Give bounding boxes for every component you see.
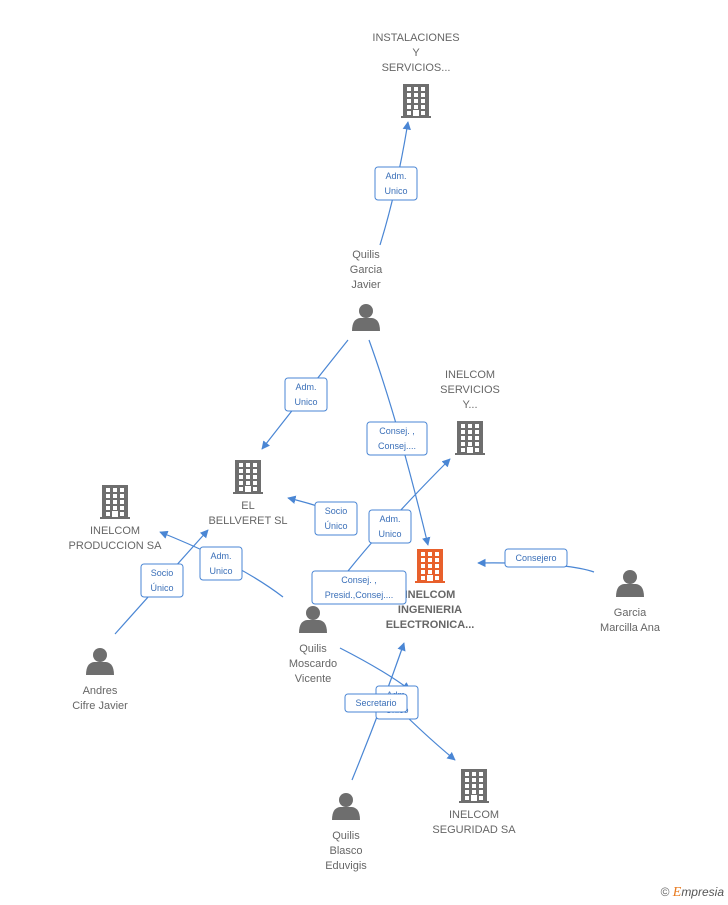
node-label: Marcilla Ana xyxy=(600,622,661,634)
person-icon xyxy=(616,570,644,597)
edge-label-text: Único xyxy=(324,521,347,531)
edge-label-text: Consejero xyxy=(515,553,556,563)
node-label: Moscardo xyxy=(289,658,337,670)
edge-label-text: Secretario xyxy=(355,698,396,708)
node-label: PRODUCCION SA xyxy=(69,540,163,552)
building-icon xyxy=(455,421,485,455)
edge-label-box xyxy=(368,509,412,544)
edge-label-box xyxy=(140,563,184,598)
edge-label-text: Presid.,Consej.... xyxy=(325,590,394,600)
edge-label-e6[interactable]: Adm. Unico xyxy=(199,546,243,581)
node-inelcom_ingenieria[interactable]: INELCOM INGENIERIA ELECTRONICA... xyxy=(386,549,475,631)
edge-label-text: Adm. xyxy=(379,514,400,524)
edge-label-text: Socio xyxy=(151,568,174,578)
node-label: Cifre Javier xyxy=(72,700,128,712)
edge-label-text: Único xyxy=(150,583,173,593)
brand-initial: E xyxy=(672,885,682,900)
node-inelcom_servicios[interactable]: INELCOM SERVICIOS Y... xyxy=(440,369,500,455)
building-icon xyxy=(233,460,263,494)
node-el_bellveret[interactable]: EL BELLVERET SL xyxy=(208,460,288,527)
edge-label-box xyxy=(344,693,408,713)
node-label: ELECTRONICA... xyxy=(386,619,475,631)
node-label: Garcia xyxy=(350,264,383,276)
edge-label-text: Unico xyxy=(384,186,407,196)
building-icon xyxy=(401,84,431,118)
node-label: Blasco xyxy=(329,845,362,857)
empresia-brand: © Empresia xyxy=(661,885,724,901)
node-label: Eduvigis xyxy=(325,860,367,872)
node-instalaciones[interactable]: INSTALACIONES Y SERVICIOS... xyxy=(372,32,460,118)
person-icon xyxy=(86,648,114,675)
node-label: SERVICIOS... xyxy=(382,62,451,74)
node-label: Y xyxy=(412,47,420,59)
node-label: INSTALACIONES xyxy=(372,32,459,44)
edge-label-e3[interactable]: Consej. , Consej.... xyxy=(366,421,428,456)
node-label: Andres xyxy=(83,685,118,697)
node-inelcom_produccion[interactable]: INELCOM PRODUCCION SA xyxy=(69,485,163,552)
node-label: Javier xyxy=(351,279,381,291)
edge-label-e11[interactable]: Secretario xyxy=(344,693,408,713)
node-label: INELCOM xyxy=(405,589,456,601)
node-label: INELCOM xyxy=(449,809,499,821)
edge-label-e2[interactable]: Adm. Unico xyxy=(284,377,328,412)
edge-label-e7[interactable]: Consej. , Presid.,Consej.... xyxy=(311,570,407,605)
node-label: Garcia xyxy=(614,607,647,619)
edge-label-box xyxy=(199,546,243,581)
person-icon xyxy=(299,606,327,633)
edge-label-text: Unico xyxy=(294,397,317,407)
node-label: INELCOM xyxy=(90,525,140,537)
edge-label-text: Adm. xyxy=(210,551,231,561)
edge-label-e4[interactable]: Adm. Unico xyxy=(368,509,412,544)
building-icon xyxy=(100,485,130,519)
edge-label-text: Socio xyxy=(325,506,348,516)
node-inelcom_seguridad[interactable]: INELCOM SEGURIDAD SA xyxy=(432,769,516,836)
edge-label-e9[interactable]: Consejero xyxy=(504,548,568,568)
node-label: SERVICIOS xyxy=(440,384,500,396)
person-icon xyxy=(352,304,380,331)
edge-label-box xyxy=(504,548,568,568)
edge-label-box xyxy=(374,166,418,201)
node-label: INGENIERIA xyxy=(398,604,462,616)
nodes-layer: INSTALACIONESYSERVICIOS...QuilisGarciaJa… xyxy=(69,32,661,872)
node-label: Quilis xyxy=(352,249,380,261)
copyright-symbol: © xyxy=(660,885,670,899)
edge-label-text: Adm. xyxy=(385,171,406,181)
node-label: EL xyxy=(241,500,254,512)
node-label: INELCOM xyxy=(445,369,495,381)
building-icon xyxy=(415,549,445,583)
node-label: Y... xyxy=(462,399,477,411)
edge-label-text: Unico xyxy=(209,566,232,576)
edge-label-text: Adm. xyxy=(295,382,316,392)
node-label: BELLVERET SL xyxy=(208,515,287,527)
node-label: SEGURIDAD SA xyxy=(432,824,516,836)
edge-label-text: Consej. , xyxy=(379,426,415,436)
node-label: Vicente xyxy=(295,673,332,685)
node-label: Quilis xyxy=(299,643,327,655)
edge-label-text: Consej.... xyxy=(378,441,416,451)
edge-label-e1[interactable]: Adm. Unico xyxy=(374,166,418,201)
edge-label-text: Consej. , xyxy=(341,575,377,585)
edge-label-text: Unico xyxy=(378,529,401,539)
edge-label-box xyxy=(311,570,407,605)
building-icon xyxy=(459,769,489,803)
edge-label-box xyxy=(284,377,328,412)
person-icon xyxy=(332,793,360,820)
edge-label-box xyxy=(314,501,358,536)
edges-layer xyxy=(114,121,595,781)
node-label: Quilis xyxy=(332,830,360,842)
edge-label-box xyxy=(366,421,428,456)
brand-name: mpresia xyxy=(681,885,724,899)
